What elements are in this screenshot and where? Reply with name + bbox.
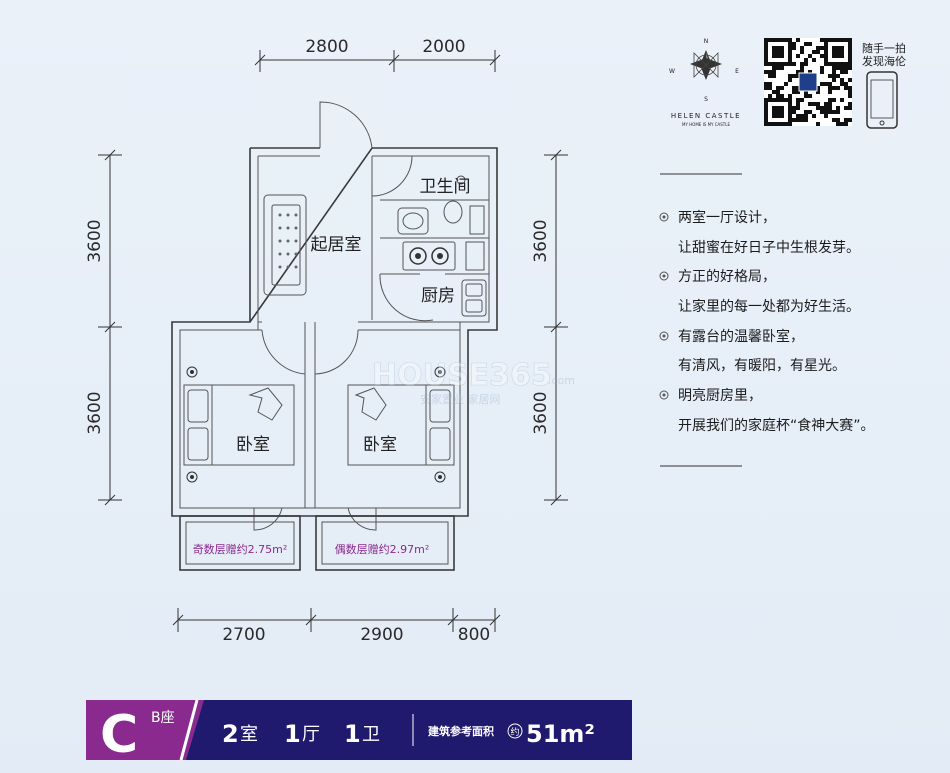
phone-icon	[866, 71, 898, 129]
rooms-count: 2	[222, 720, 239, 748]
dim-bottom-2: 2900	[360, 625, 403, 645]
sofa-icon	[263, 194, 307, 296]
brand-slogan: MY HOME IS MY CASTLE	[682, 122, 730, 127]
watermark-main: HOUSE365	[372, 358, 552, 393]
unit-banner: C B座 2 室 1 厅 1 卫 建筑参考面积 约 51m²	[86, 699, 632, 765]
stove-icon	[402, 241, 485, 271]
feature-line-7: 明亮厨房里，	[678, 387, 762, 404]
dim-bottom-1: 2700	[222, 625, 265, 645]
feature-line-8: 开展我们的家庭杯“食神大赛”。	[678, 417, 875, 434]
feature-line-1: 两室一厅设计，	[678, 209, 776, 226]
watermark: HOUSE365 .com 安家置业 家居网	[372, 358, 575, 406]
bottom-dimension-line: 2700 2900 800	[172, 608, 501, 645]
compass-s: S	[704, 96, 708, 103]
balcony-left-label: 奇数层赠约2.75m²	[193, 542, 288, 556]
bathroom-fixtures	[397, 175, 485, 235]
feature-line-4: 让家里的每一处都为好生活。	[678, 298, 860, 315]
feature-line-3: 方正的好格局，	[678, 269, 776, 285]
dim-bottom-3: 800	[458, 625, 490, 645]
top-dimension-line: 2800 2000	[254, 37, 501, 72]
unit-letter: C	[100, 705, 138, 765]
scan-text-2: 发现海伦	[862, 54, 906, 68]
room-label-bedroom-right: 卧室	[363, 435, 397, 455]
qr-code-icon[interactable]	[764, 38, 852, 126]
toilet-icon	[443, 200, 463, 224]
dim-right-2: 3600	[531, 391, 551, 434]
halls-count: 1	[284, 720, 301, 748]
approx-badge: 约	[510, 726, 519, 738]
sink-icon	[461, 279, 487, 317]
area-label: 建筑参考面积	[428, 724, 494, 738]
right-dimension-line: 3600 3600	[531, 149, 568, 506]
dim-left-2: 3600	[85, 391, 105, 434]
balcony-right-label: 偶数层赠约2.97m²	[335, 542, 430, 556]
left-dimension-line: 3600 3600	[85, 149, 122, 506]
scan-text-1: 随手一拍	[862, 41, 906, 55]
bed-right-icon	[347, 366, 455, 483]
rooms-unit: 室	[240, 724, 258, 745]
compass-n: N	[704, 38, 709, 45]
feature-list: 两室一厅设计， 让甜蜜在好日子中生根发芽。 方正的好格局， 让家里的每一处都为好…	[659, 209, 875, 434]
baths-unit: 卫	[362, 724, 380, 745]
floorplan-walls	[171, 101, 498, 531]
area-value: 51m²	[526, 720, 595, 748]
bed-left-icon	[183, 366, 295, 483]
compass-w: W	[669, 68, 675, 75]
dim-top-2: 2000	[422, 37, 465, 57]
balcony-right: 偶数层赠约2.97m²	[315, 515, 455, 571]
room-label-living: 起居室	[311, 235, 362, 255]
feature-line-5: 有露台的温馨卧室，	[678, 328, 804, 345]
feature-line-2: 让甜蜜在好日子中生根发芽。	[678, 240, 860, 256]
compass-e: E	[735, 68, 739, 75]
room-label-bathroom: 卫生间	[420, 177, 471, 197]
dim-top-1: 2800	[305, 37, 348, 57]
room-label-bedroom-left: 卧室	[236, 435, 270, 455]
banner-info-block	[186, 700, 632, 760]
halls-unit: 厅	[302, 724, 320, 745]
dim-left-1: 3600	[85, 219, 105, 262]
watermark-cn: 安家置业 家居网	[420, 392, 501, 406]
banner-seat-block	[86, 700, 212, 760]
room-label-kitchen: 厨房	[421, 286, 455, 306]
feature-line-6: 有清风，有暖阳，有星光。	[678, 358, 846, 374]
baths-count: 1	[344, 720, 361, 748]
dim-right-1: 3600	[531, 219, 551, 262]
brand-name: HELEN CASTLE	[671, 112, 741, 120]
seat-label: B座	[151, 710, 175, 726]
compass-icon: N E S W	[669, 38, 739, 103]
balcony-left: 奇数层赠约2.75m²	[179, 515, 301, 571]
watermark-sub: .com	[548, 374, 575, 387]
